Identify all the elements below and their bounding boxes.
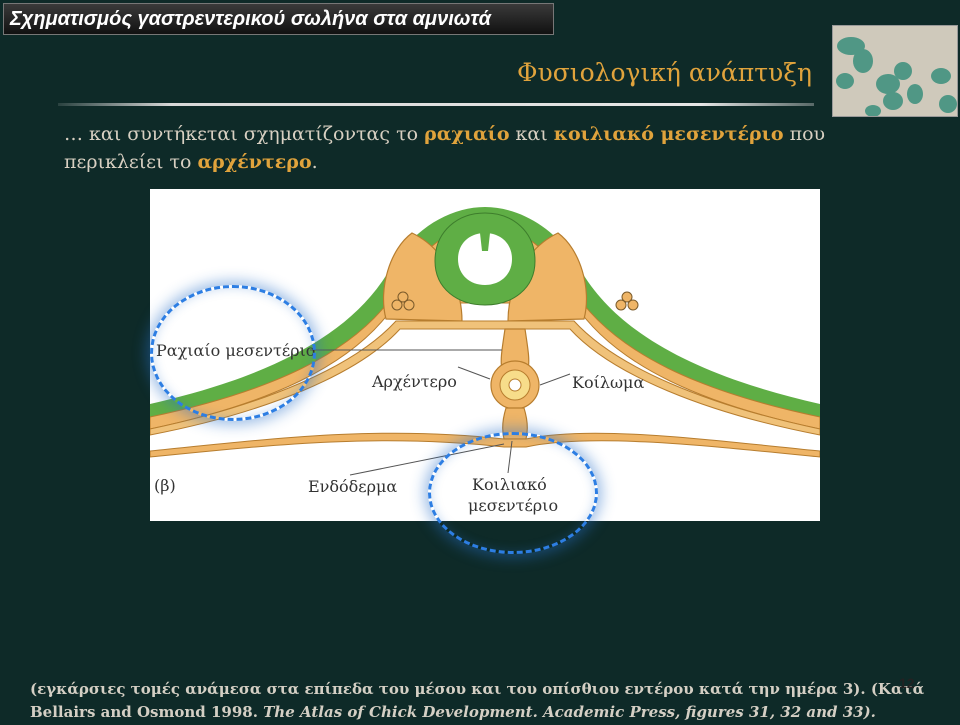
highlight-ventral-mesentery: κοιλιακό μεσεντέριο [553, 123, 784, 145]
embryo-thumbnail-image [832, 25, 958, 117]
figure-caption: (εγκάρσιες τομές ανάμεσα στα επίπεδα του… [30, 678, 960, 724]
caption-italic-reference: The Atlas of Chick Development. Academic… [263, 703, 876, 721]
label-ventral-mesentery-line2: μεσεντέριο [468, 496, 559, 515]
body-paragraph: … και συντήκεται σχηματίζοντας το ραχιαί… [64, 120, 884, 176]
label-ventral-mesentery-line1: Κοιλιακό [472, 475, 547, 494]
label-coelom: Κοίλωμα [572, 373, 645, 392]
label-endoderm: Ενδόδερμα [308, 477, 398, 496]
caption-text: (εγκάρσιες τομές ανάμεσα στα επίπεδα του… [30, 680, 925, 721]
slide-subtitle: Φυσιολογική ανάπτυξη [517, 58, 812, 87]
body-text-part: και [509, 123, 554, 145]
label-panel-b: (β) [154, 476, 176, 495]
title-divider [58, 103, 814, 106]
label-archenteron: Αρχέντερο [372, 372, 457, 391]
slide-title: Σχηματισμός γαστρεντερικού σωλήνα στα αμ… [3, 3, 554, 35]
page-number: 12 [899, 675, 915, 691]
body-text-part: … και συντήκεται σχηματίζοντας το [64, 123, 425, 145]
body-text-part: . [311, 151, 318, 173]
cross-section-diagram [149, 207, 821, 476]
label-dorsal-mesentery: Ραχιαίο μεσεντέριο [156, 341, 316, 360]
body-text-part: που περικλείει το [64, 123, 826, 173]
embryo-cross-section-figure: Ραχιαίο μεσεντέριο Αρχέντερο Κοίλωμα (β)… [149, 189, 821, 521]
highlight-dorsal: ραχιαίο [424, 123, 510, 145]
highlight-archenteron: αρχέντερο [197, 151, 312, 173]
